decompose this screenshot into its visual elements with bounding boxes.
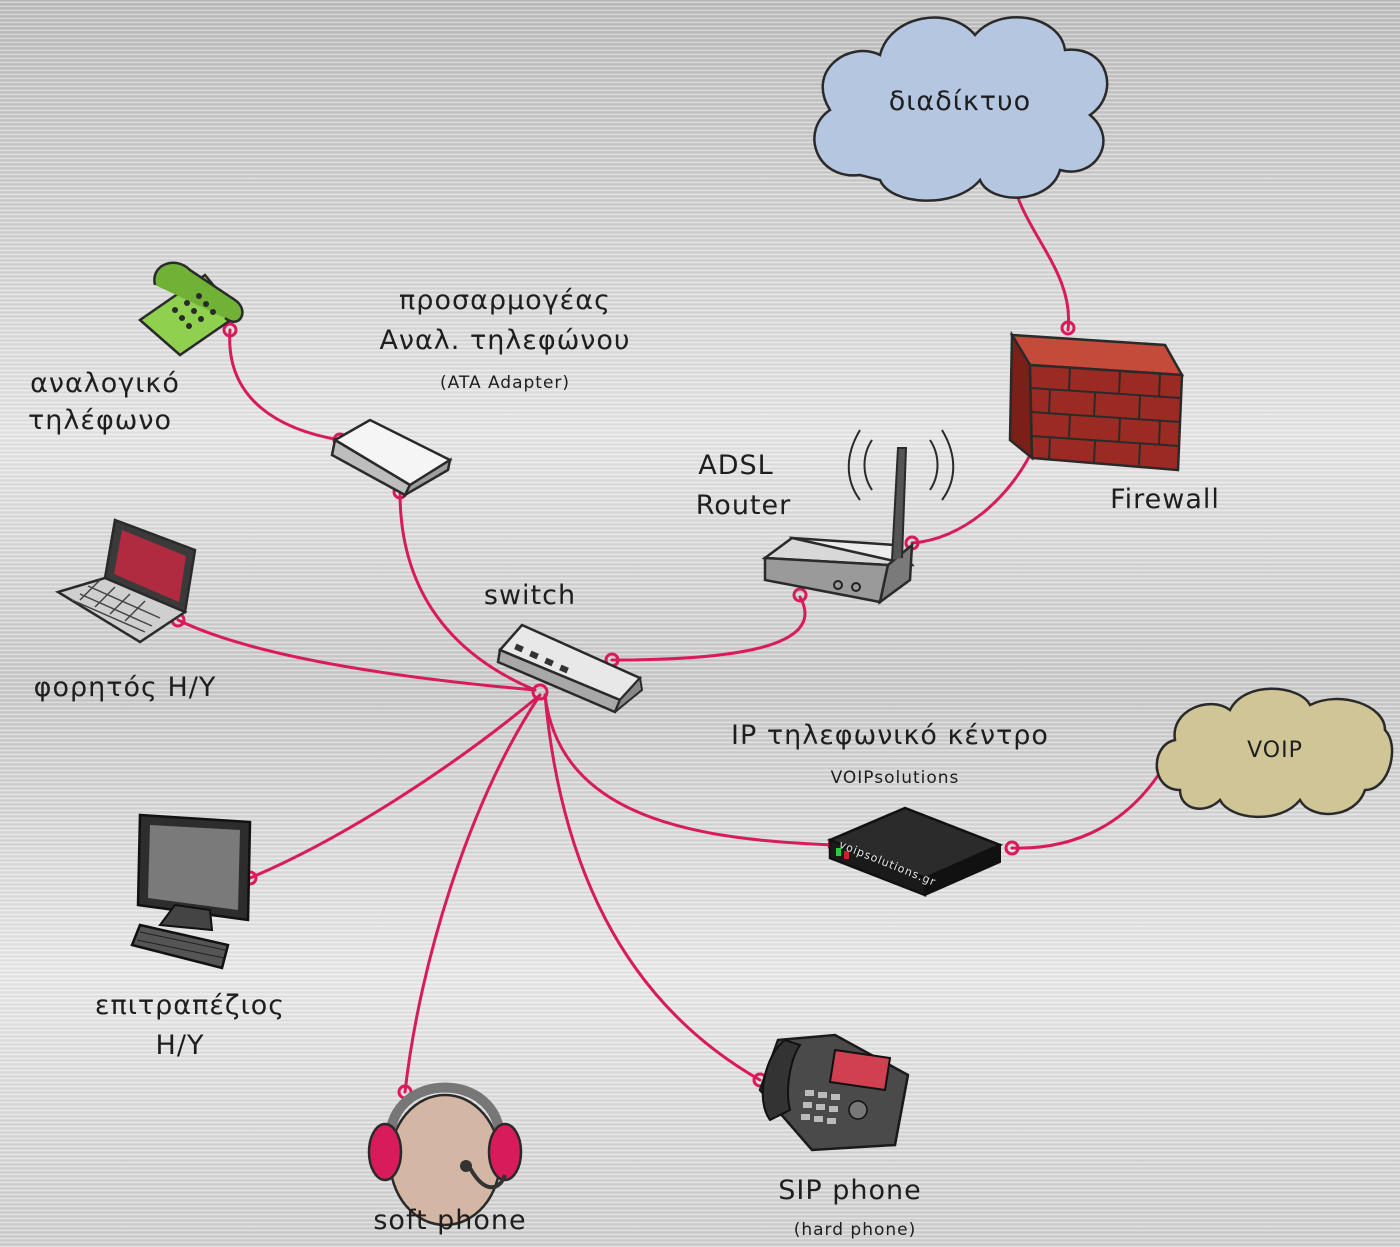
cable-firewall-router — [910, 443, 1037, 545]
cable-connectors — [170, 167, 1171, 1100]
pbx-icon — [826, 806, 1004, 897]
cable-router-switch — [610, 595, 807, 662]
desktop-icon — [130, 813, 252, 970]
cable-switch-softphone — [403, 693, 542, 1094]
desktop-label-line2: Η/Υ — [155, 1030, 205, 1061]
softphone-label: soft phone — [373, 1205, 527, 1236]
sipphone-label-line2: (hard phone) — [793, 1220, 917, 1240]
laptop-icon — [54, 518, 197, 644]
router-label-line1: ADSL — [698, 450, 774, 481]
analog-phone-icon — [137, 261, 244, 357]
pbx-label-line1: IP τηλεφωνικό κέντρο — [731, 720, 1049, 751]
desktop-label-line1: επιτραπέζιος — [94, 990, 286, 1021]
analog-phone-label-line2: τηλέφωνο — [28, 405, 172, 436]
ata-label-line1: προσαρμογέας — [399, 285, 611, 316]
cable-ata-phone — [228, 328, 342, 442]
firewall-label: Firewall — [1110, 484, 1220, 515]
cables — [176, 173, 1165, 1094]
pbx-label-line2: VOIPsolutions — [830, 768, 960, 788]
cable-ata-switch — [398, 490, 537, 692]
voip-cloud-icon — [1155, 687, 1394, 819]
router-label-line2: Router — [695, 490, 792, 521]
laptop-label: φορητός Η/Υ — [33, 672, 217, 703]
sip-phone-icon — [758, 1033, 910, 1152]
switch-label: switch — [483, 580, 577, 611]
cable-laptop-switch — [176, 618, 537, 692]
headset-icon — [367, 1082, 523, 1227]
voip-label: VOIP — [1247, 738, 1303, 763]
firewall-icon — [1008, 330, 1185, 472]
sipphone-label-line1: SIP phone — [778, 1175, 922, 1206]
ata-label-line3: (ATA Adapter) — [439, 373, 571, 393]
internet-label: διαδίκτυο — [888, 86, 1032, 117]
switch-icon — [496, 623, 644, 714]
ata-label-line2: Αναλ. τηλεφώνου — [379, 325, 631, 356]
cable-switch-pbx — [543, 693, 837, 847]
router-icon — [761, 429, 955, 605]
cable-switch-sipphone — [543, 693, 762, 1082]
cable-switch-desktop — [248, 693, 542, 880]
analog-phone-label-line1: αναλογικό — [30, 368, 180, 399]
internet-cloud-icon — [813, 16, 1109, 202]
ata-adapter-icon — [330, 418, 453, 499]
cable-pbx-voip — [1010, 766, 1165, 850]
